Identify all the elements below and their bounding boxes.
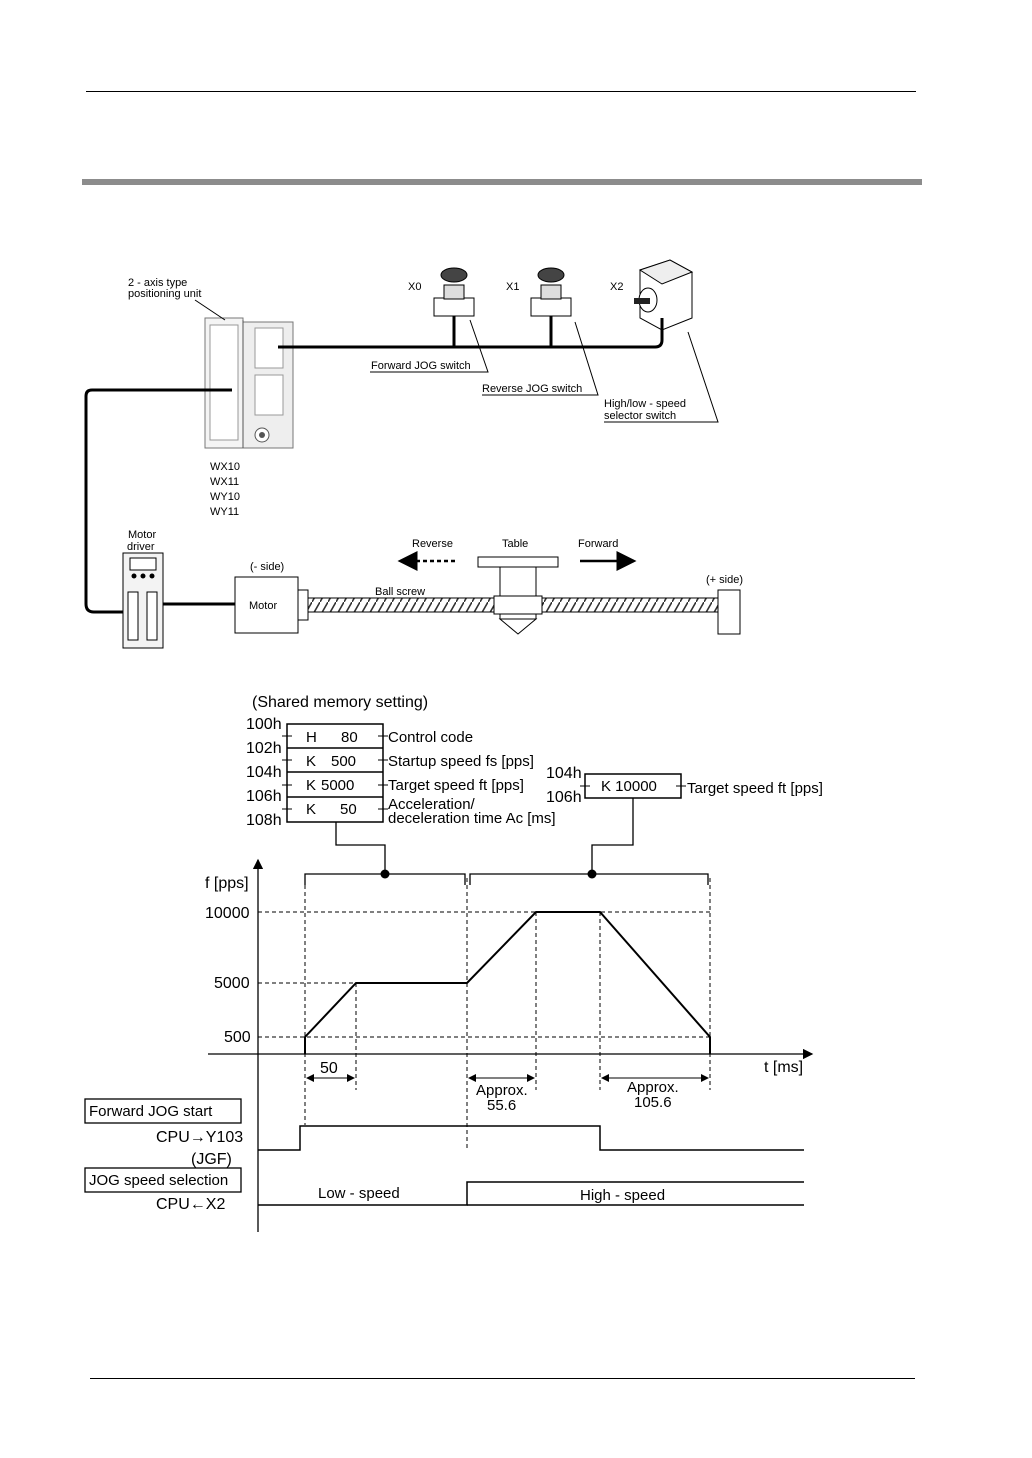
selector-switch-leader [604, 331, 719, 423]
high-speed-label: High - speed [580, 1187, 665, 1204]
footer-rule [90, 1378, 915, 1379]
end-bearing [717, 589, 741, 635]
speed-curve [304, 911, 711, 1054]
forward-switch-leader [370, 319, 489, 373]
row1-value: 80 [341, 729, 358, 746]
row3-label: Target speed ft [pps] [388, 777, 524, 794]
register-wx11: WX11 [210, 476, 239, 488]
header-rule [86, 91, 916, 92]
row2-value: 500 [331, 753, 356, 770]
row4-label-line2: deceleration time Ac [ms] [388, 810, 556, 827]
right-value: K 10000 [601, 778, 657, 795]
switch-cable [278, 318, 664, 349]
approx1-line2: 55.6 [487, 1097, 516, 1114]
switch-x2-label: X2 [610, 281, 623, 293]
unit-leader [194, 299, 226, 321]
approx1-line1: Approx. [476, 1082, 528, 1099]
row4-prefix: K [306, 801, 316, 818]
unit-label-line1: 2 - axis type [128, 277, 187, 289]
register-wy11: WY11 [210, 506, 239, 518]
jgf-signal [258, 1125, 804, 1151]
minus-side-label: (- side) [250, 561, 284, 573]
y-tick-5000: 5000 [214, 975, 250, 992]
selector-switch-label-line2: selector switch [604, 410, 676, 422]
switch-x0-label: X0 [408, 281, 421, 293]
reverse-jog-switch-icon [530, 267, 572, 317]
table-label: Table [502, 538, 528, 550]
forward-jog-switch-icon [433, 267, 475, 317]
row2-label: Startup speed fs [pps] [388, 753, 534, 770]
cpu-x2-label: CPU←X2 [156, 1196, 225, 1213]
forward-label: Forward [578, 538, 618, 550]
address-108h: 108h [246, 812, 282, 829]
row3-prefix: K [306, 777, 316, 794]
forward-jog-switch-label: Forward JOG switch [371, 360, 471, 372]
positioning-unit [204, 317, 294, 449]
motor-driver-label-line1: Motor [128, 529, 156, 541]
jog-speed-selection-label: JOG speed selection [89, 1172, 228, 1189]
row2-prefix: K [306, 753, 316, 770]
motor-driver-label-line2: driver [127, 541, 155, 553]
cpu-y103-label: CPU→Y103 [156, 1129, 243, 1146]
switch-x1-label: X1 [506, 281, 519, 293]
jgf-label: (JGF) [191, 1151, 232, 1168]
guide-lines [258, 878, 711, 1150]
reverse-jog-switch-label: Reverse JOG switch [482, 383, 582, 395]
y-axis-label: f [pps] [205, 875, 249, 892]
right-label: Target speed ft [pps] [687, 780, 823, 797]
ball-screw-label: Ball screw [375, 586, 425, 598]
speed-select-signal [258, 1181, 804, 1206]
shared-memory-setting: (Shared memory setting) 100h 102h 104h 1… [246, 694, 823, 885]
section-rule [82, 179, 922, 185]
address-106h: 106h [246, 788, 282, 805]
reverse-label: Reverse [412, 538, 453, 550]
jog-speed-selection-box [84, 1167, 242, 1193]
bracket-high-speed [469, 873, 709, 885]
motor-box [234, 576, 299, 634]
forward-jog-start-box [84, 1098, 242, 1124]
row4-value: 50 [340, 801, 357, 818]
row1-prefix: H [306, 729, 317, 746]
motor-label: Motor [249, 600, 277, 612]
right-address-106h: 106h [546, 789, 582, 806]
selector-switch-icon [634, 259, 694, 331]
table-icon [477, 556, 559, 635]
address-104h: 104h [246, 764, 282, 781]
approx2-line1: Approx. [627, 1079, 679, 1096]
register-wx10: WX10 [210, 461, 240, 473]
register-wy10: WY10 [210, 491, 240, 503]
forward-jog-start-label: Forward JOG start [89, 1103, 213, 1120]
row1-label: Control code [388, 729, 473, 746]
x-axis-label: t [ms] [764, 1059, 803, 1076]
low-speed-label: Low - speed [318, 1185, 400, 1202]
memory-table [286, 723, 384, 823]
timing-signals: Forward JOG start CPU→Y103 (JGF) JOG spe… [84, 1098, 804, 1213]
unit-label-line2: positioning unit [128, 288, 201, 300]
motor-driver-icon [122, 552, 164, 649]
wiring-diagram: 2 - axis type positioning unit WX10 WX11… [84, 259, 743, 649]
y-tick-10000: 10000 [205, 905, 250, 922]
right-address-104h: 104h [546, 765, 582, 782]
plus-side-label: (+ side) [706, 574, 743, 586]
y-tick-500: 500 [224, 1029, 251, 1046]
speed-profile-chart: f [pps] t [ms] 10000 5000 500 50 Approx.… [205, 858, 814, 1232]
address-100h: 100h [246, 716, 282, 733]
approx2-line2: 105.6 [634, 1094, 672, 1111]
address-102h: 102h [246, 740, 282, 757]
driver-cable [84, 388, 232, 614]
selector-switch-label-line1: High/low - speed [604, 398, 686, 410]
row4-label-line1: Acceleration/ [388, 796, 476, 813]
reverse-switch-leader [482, 321, 599, 396]
row3-value: 5000 [321, 777, 354, 794]
memory-heading: (Shared memory setting) [252, 694, 428, 711]
dim-50-label: 50 [320, 1060, 338, 1077]
